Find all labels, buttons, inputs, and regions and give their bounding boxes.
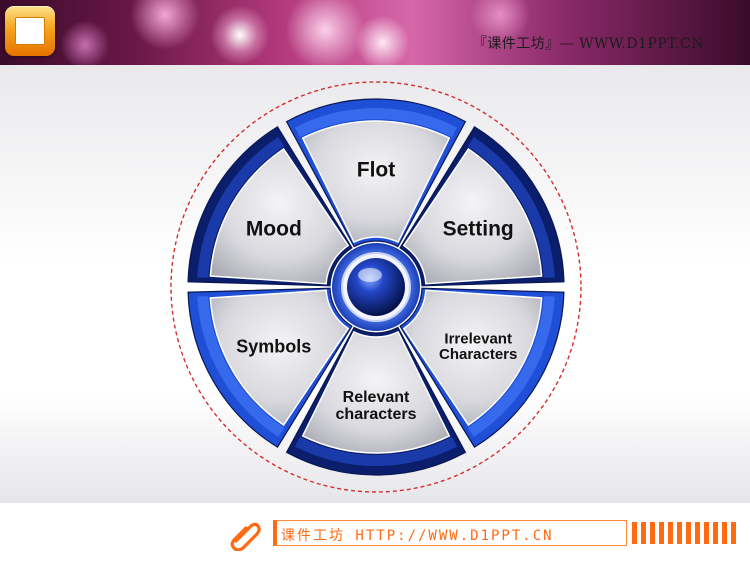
- segment-relevant-characters-label-line: characters: [336, 406, 417, 423]
- segment-setting-face: [402, 148, 543, 285]
- segment-mood-band: [197, 137, 285, 278]
- segment-symbols-label: Symbols: [236, 336, 311, 356]
- segment-flot-band: [295, 107, 457, 138]
- presentation-icon: [5, 6, 55, 56]
- segment-setting-label-line: Setting: [443, 217, 514, 240]
- segment-irrelevant-characters-label-line: Characters: [439, 346, 517, 363]
- segment-symbols: Symbols: [187, 287, 353, 448]
- paperclip-icon: [230, 522, 261, 551]
- segment-relevant-characters-label-line: Relevant: [343, 389, 410, 406]
- segment-irrelevant-characters-label-line: Irrelevant: [444, 330, 512, 347]
- segment-setting-band: [467, 137, 555, 278]
- segment-setting-label: Setting: [443, 217, 514, 240]
- footer-title: 课件工坊 HTTP://WWW.D1PPT.CN: [281, 528, 554, 544]
- segment-relevant-characters-band: [295, 436, 457, 466]
- segment-mood: Mood: [187, 126, 353, 287]
- segment-flot-face: [301, 120, 451, 244]
- header-banner: 『课件工坊』— WWW.D1PPT.CN: [0, 0, 750, 65]
- header-title: 『课件工坊』— WWW.D1PPT.CN: [458, 25, 714, 61]
- segment-flot: Flot: [285, 98, 467, 248]
- footer-stripes: [632, 522, 740, 544]
- segment-mood-label-line: Mood: [246, 217, 302, 240]
- segment-irrelevant-characters-face: [402, 289, 543, 426]
- segment-symbols-band: [197, 296, 285, 437]
- segment-setting: Setting: [399, 126, 565, 287]
- segment-flot-label: Flot: [357, 158, 395, 181]
- segment-flot-label-line: Flot: [357, 158, 395, 181]
- segment-relevant-characters-face: [301, 330, 451, 454]
- hub-highlight: [358, 268, 382, 282]
- footer-title-bar: [273, 520, 627, 546]
- dashed-outline: [170, 81, 582, 493]
- segment-mood-label: Mood: [246, 217, 302, 240]
- segment-symbols-face: [209, 289, 350, 426]
- segment-symbols-label-line: Symbols: [236, 336, 311, 356]
- hub-button: [347, 258, 405, 316]
- segment-irrelevant-characters-band: [467, 296, 555, 437]
- segment-mood-face: [209, 148, 350, 285]
